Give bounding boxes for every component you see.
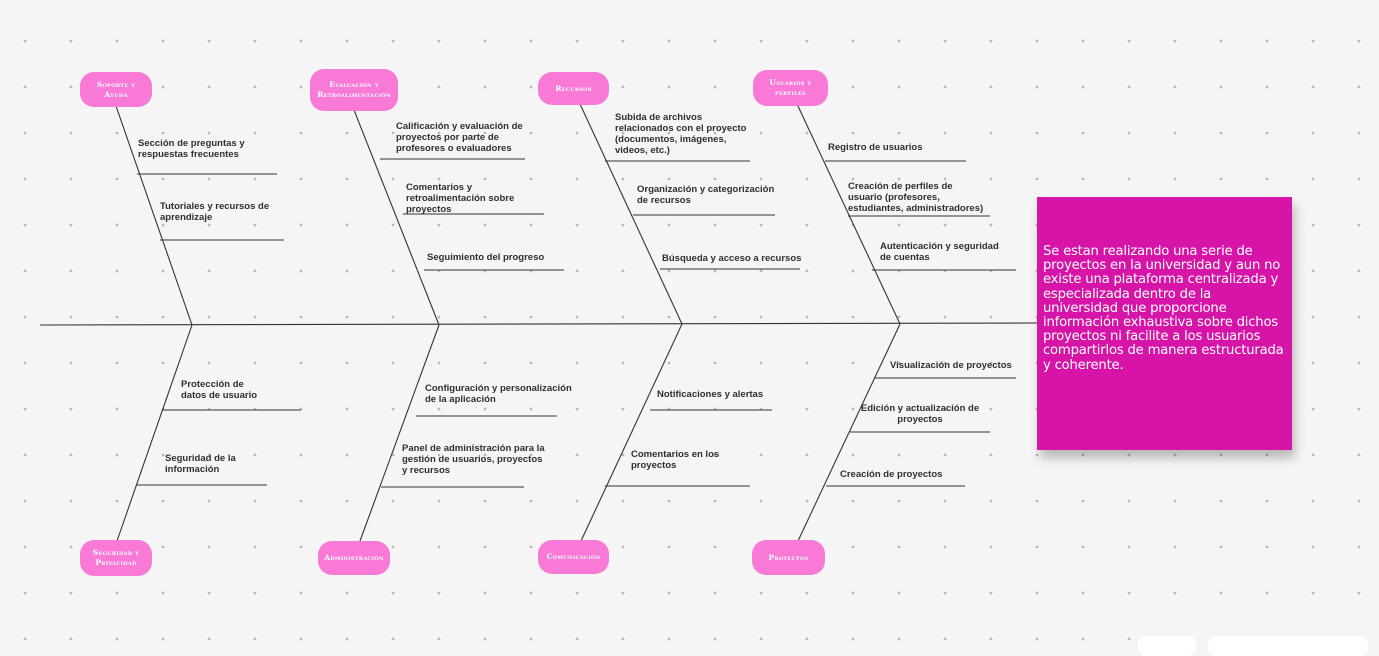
bottom-toolbar[interactable] xyxy=(1208,636,1368,656)
bone-soporte xyxy=(115,105,193,326)
cause-label: Protección de datos de usuario xyxy=(181,379,258,401)
cause-label: Subida de archivos relacionados con el p… xyxy=(615,112,747,156)
category-recursos[interactable]: Recursos xyxy=(538,72,609,105)
cause-label: Creación de perfiles de usuario (profeso… xyxy=(848,181,984,214)
category-usuarios[interactable]: Usuarios y perfiles xyxy=(753,70,828,106)
category-evaluacion[interactable]: Evaluación y Retroalimentación xyxy=(310,69,398,111)
cause-label: Calificación y evaluación de proyectos p… xyxy=(396,121,523,154)
cause-label: Autenticación y seguridad de cuentas xyxy=(880,241,999,263)
cause-label: Sección de preguntas y respuestas frecue… xyxy=(138,138,245,160)
cause-label: Seguimiento del progreso xyxy=(427,252,545,263)
category-proyectos[interactable]: Proyectos xyxy=(752,540,825,575)
bone-usuarios xyxy=(796,103,901,325)
cause-label: Edición y actualización de proyectos xyxy=(860,403,980,425)
category-administracion[interactable]: Administración xyxy=(318,541,390,575)
cause-label: Comentarios en los proyectos xyxy=(631,449,720,471)
cause-label: Búsqueda y acceso a recursos xyxy=(662,253,802,264)
bone-seguridad xyxy=(116,324,193,542)
bone-evaluacion xyxy=(353,109,440,326)
category-soporte[interactable]: Soporte y Ayuda xyxy=(80,72,152,107)
cause-label: Creación de proyectos xyxy=(840,469,943,480)
cause-label: Visualización de proyectos xyxy=(890,360,1012,371)
cause-label: Organización y categorización de recurso… xyxy=(637,184,775,206)
zoom-control[interactable] xyxy=(1138,636,1196,656)
cause-label: Tutoriales y recursos de aprendizaje xyxy=(160,201,270,223)
category-comunicacion[interactable]: Comunicación xyxy=(538,540,609,574)
problem-text: Se estan realizando una serie de proyect… xyxy=(1043,244,1284,373)
cause-label: Notificaciones y alertas xyxy=(657,389,764,400)
cause-label: Configuración y personalización de la ap… xyxy=(425,383,572,405)
bone-proyectos xyxy=(797,323,901,542)
spine xyxy=(39,322,1041,326)
category-seguridad[interactable]: Seguridad y Privacidad xyxy=(80,540,152,576)
cause-label: Comentarios y retroalimentación sobre pr… xyxy=(406,182,515,215)
problem-sticky-note[interactable]: Se estan realizando una serie de proyect… xyxy=(1037,197,1292,450)
bone-administracion xyxy=(359,324,440,542)
bone-recursos xyxy=(579,103,683,325)
cause-label: Seguridad de la información xyxy=(165,453,236,475)
cause-label: Panel de administración para la gestión … xyxy=(402,443,545,476)
cause-label: Registro de usuarios xyxy=(828,142,923,153)
bone-comunicacion xyxy=(580,323,683,542)
